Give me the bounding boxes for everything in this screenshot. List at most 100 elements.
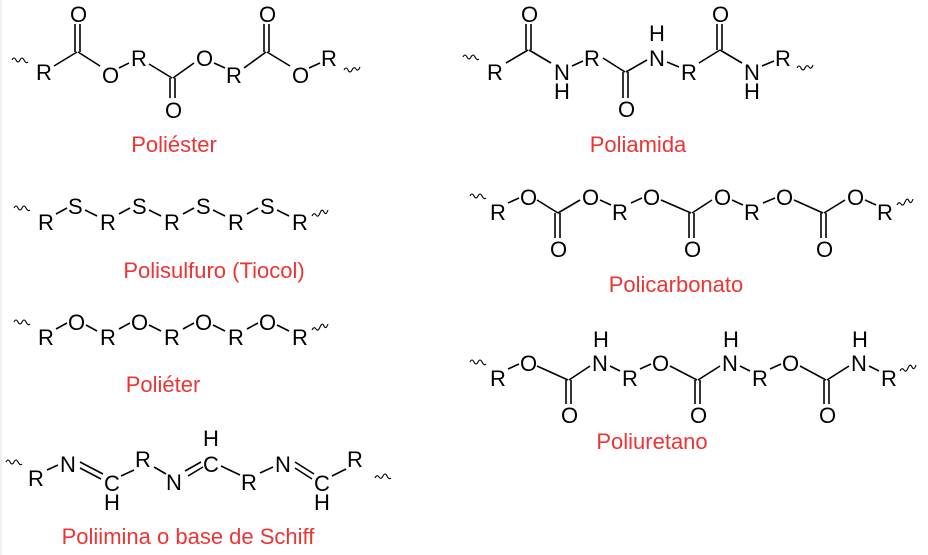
atom-o: O <box>292 63 309 88</box>
wavy-bond-icon <box>11 57 29 64</box>
wavy-bond-icon <box>896 198 914 206</box>
atom-o: O <box>102 63 119 88</box>
atom-r: R <box>487 60 503 85</box>
atom-r: R <box>241 470 257 495</box>
atom-r: R <box>100 210 116 235</box>
atom-h: H <box>104 490 120 515</box>
wavy-bond-icon <box>311 209 329 217</box>
atom-o: O <box>684 237 701 262</box>
wavy-bond-icon <box>899 364 917 372</box>
atom-o: O <box>259 310 276 335</box>
atom-r: R <box>292 325 308 350</box>
structure-poliamida: R O N H R O N H R O N H R Poliamida <box>462 2 814 157</box>
atom-r: R <box>877 200 893 225</box>
atom-s: S <box>260 194 275 219</box>
wavy-bond-icon <box>374 473 392 480</box>
atom-o: O <box>561 403 578 428</box>
atom-o: O <box>776 185 793 210</box>
atom-r: R <box>38 210 54 235</box>
atom-o: O <box>643 185 660 210</box>
atom-h: H <box>554 79 570 104</box>
atom-o: O <box>712 2 729 27</box>
atom-o: O <box>714 185 731 210</box>
atom-o: O <box>165 98 182 123</box>
atom-h: H <box>852 327 868 352</box>
atom-o: O <box>520 185 537 210</box>
atom-o: O <box>196 46 213 71</box>
atom-c: C <box>314 471 330 496</box>
structure-poliuretano: R O O N H R O O N H R O O N H R Poliuret… <box>469 327 917 454</box>
atom-o: O <box>690 403 707 428</box>
atom-o: O <box>70 2 87 27</box>
atom-r: R <box>881 366 897 391</box>
atom-o: O <box>520 351 537 376</box>
wavy-bond-icon <box>796 64 814 71</box>
atom-o: O <box>131 310 148 335</box>
atom-n: N <box>722 351 738 376</box>
structure-policarbonato: R O O O R O O O R O O O R Policarbonato <box>469 185 914 297</box>
atom-o: O <box>195 310 212 335</box>
atom-n: N <box>851 351 867 376</box>
left-edge-border <box>0 0 2 555</box>
atom-r: R <box>135 447 151 472</box>
atom-o: O <box>819 403 836 428</box>
label-poliester: Poliéster <box>131 132 217 157</box>
wavy-bond-icon <box>13 205 31 212</box>
atom-n: N <box>554 60 570 85</box>
label-poliamida: Poliamida <box>590 132 687 157</box>
label-poliimina: Poliimina o base de Schiff <box>62 524 316 549</box>
atom-o: O <box>847 185 864 210</box>
atom-r: R <box>292 210 308 235</box>
atom-h: H <box>203 426 219 451</box>
atom-o: O <box>782 351 799 376</box>
structure-poliimina: R N C H R N C H R N C H R Poliimina o ba… <box>5 426 392 549</box>
wavy-bond-icon <box>311 323 329 331</box>
atom-r: R <box>321 46 337 71</box>
atom-r: R <box>228 210 244 235</box>
structure-polisulfuro: R S R S R S R S R Polisulfuro (Tiocol) <box>13 194 329 283</box>
atom-o: O <box>521 2 538 27</box>
atom-s: S <box>68 194 83 219</box>
atom-r: R <box>347 447 363 472</box>
atom-h: H <box>314 490 330 515</box>
atom-r: R <box>164 325 180 350</box>
structure-polieter: R O R O R O R O R Poliéter <box>13 310 329 397</box>
atom-r: R <box>36 60 52 85</box>
atom-r: R <box>681 60 697 85</box>
wavy-bond-icon <box>469 359 487 366</box>
wavy-bond-icon <box>469 193 487 200</box>
label-poliuretano: Poliuretano <box>596 429 707 454</box>
wavy-bond-icon <box>462 54 480 61</box>
atom-o: O <box>259 2 276 27</box>
atom-n: N <box>592 351 608 376</box>
atom-o: O <box>816 237 833 262</box>
atom-o: O <box>652 351 669 376</box>
atom-r: R <box>584 46 600 71</box>
wavy-bond-icon <box>13 319 31 326</box>
atom-n: N <box>649 46 665 71</box>
atom-n: N <box>275 452 291 477</box>
structure-poliester: R O O R O O R O O R Poliéster <box>11 2 361 157</box>
atom-o: O <box>582 185 599 210</box>
atom-n: N <box>744 60 760 85</box>
atom-r: R <box>164 210 180 235</box>
atom-r: R <box>100 325 116 350</box>
label-polisulfuro: Polisulfuro (Tiocol) <box>123 258 304 283</box>
atom-r: R <box>28 466 44 491</box>
atom-r: R <box>775 46 791 71</box>
atom-h: H <box>723 327 739 352</box>
atom-r: R <box>38 325 54 350</box>
atom-c: C <box>104 471 120 496</box>
atom-s: S <box>196 194 211 219</box>
wavy-bond-icon <box>5 459 23 466</box>
atom-h: H <box>649 21 665 46</box>
atom-r: R <box>490 366 506 391</box>
atom-n: N <box>166 470 182 495</box>
atom-o: O <box>68 310 85 335</box>
label-policarbonato: Policarbonato <box>609 272 744 297</box>
atom-r: R <box>228 325 244 350</box>
atom-r: R <box>744 200 760 225</box>
atom-n: N <box>60 452 76 477</box>
atom-s: S <box>132 194 147 219</box>
